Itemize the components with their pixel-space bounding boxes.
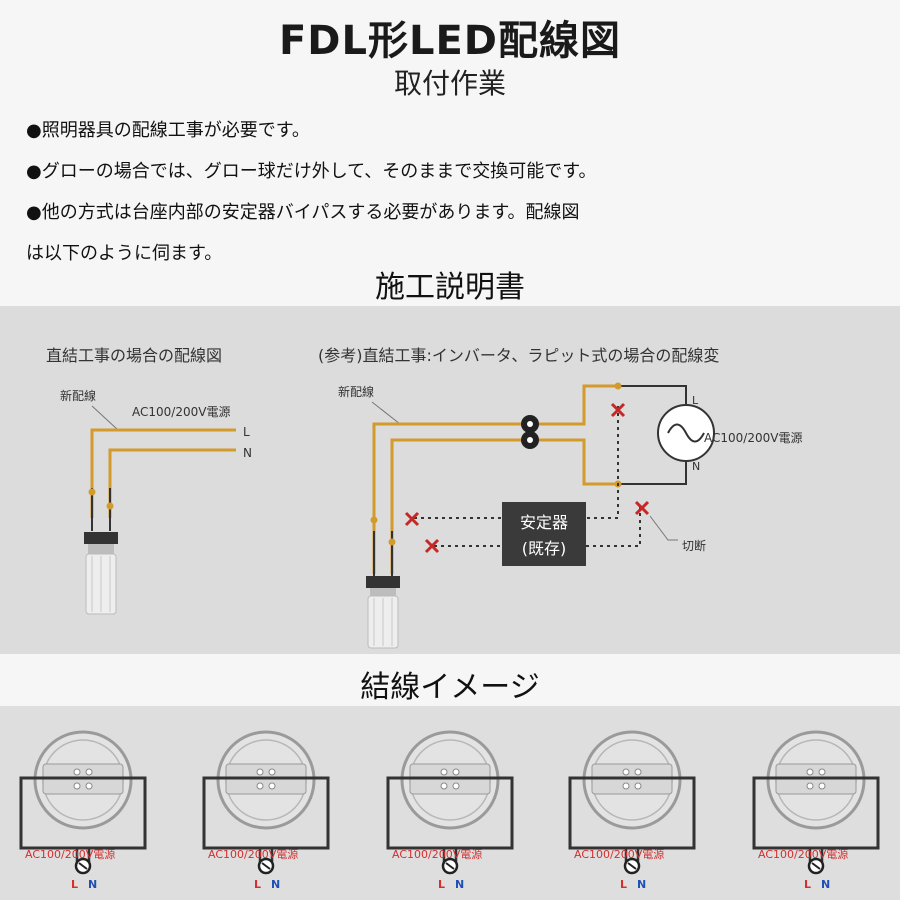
ref-wire-N	[390, 438, 618, 574]
ref-old-wire	[586, 406, 619, 519]
cut-cross-icon	[424, 538, 440, 554]
thumb-L-label: L	[620, 878, 627, 891]
cut-cross-icon	[404, 511, 420, 527]
note-item: ●他の方式は台座内部の安定器バイパスする必要があります。配線図	[26, 202, 580, 223]
direct-diagram-heading: 直結工事の場合の配線図	[46, 346, 222, 365]
ballast-box	[502, 502, 586, 566]
thumb-power-label: AC100/200V電源	[758, 847, 848, 861]
thumb-L-label: L	[438, 878, 445, 891]
direct-leader-line	[91, 405, 119, 431]
thumb-N-label: N	[821, 878, 830, 891]
thumb-power-label: AC100/200V電源	[392, 847, 482, 861]
wiring-image-strip: AC100/200V電源 L N AC100/200V電源 L N AC100/…	[0, 706, 900, 900]
thumb-N-label: N	[637, 878, 646, 891]
ref-power-loop	[618, 385, 687, 485]
wiring-diagrams-svg: 直結工事の場合の配線図 新配線 AC100/200V電源 L N (参考)直結工…	[46, 346, 802, 649]
ref-led-lamp-icon	[366, 576, 400, 649]
note-item: ●グローの場合では、グロー球だけ外して、そのままで交換可能です。	[26, 161, 597, 182]
direct-N-label: N	[243, 446, 252, 460]
thumb-N-label: N	[88, 878, 97, 891]
thumb-L-label: L	[71, 878, 78, 891]
direct-wire-L	[90, 428, 236, 518]
cut-cross-icon	[610, 402, 626, 418]
direct-wire-N	[108, 448, 236, 518]
cut-leader-line	[649, 515, 678, 541]
ref-junction	[370, 516, 378, 524]
ref-leader-line	[371, 401, 401, 425]
wiring-thumb: AC100/200V電源 L N	[386, 730, 514, 891]
thumb-N-label: N	[271, 878, 280, 891]
ref-old-wire	[586, 506, 641, 547]
direct-new-wiring-label: 新配線	[60, 388, 96, 403]
ref-junction	[388, 538, 396, 546]
cut-cross-icon	[634, 500, 650, 516]
ref-power-label: AC100/200V電源	[704, 431, 802, 445]
wiring-thumbnails-svg: AC100/200V電源 L N AC100/200V電源 L N AC100/…	[19, 730, 880, 891]
wiring-thumb: AC100/200V電源 L N	[202, 730, 330, 891]
note-item: は以下のように伺ます。	[26, 243, 223, 264]
thumb-L-label: L	[254, 878, 261, 891]
thumb-power-label: AC100/200V電源	[25, 847, 115, 861]
ballast-existing-label: (既存)	[522, 539, 567, 558]
wiring-thumb: AC100/200V電源 L N	[752, 730, 880, 891]
wiring-diagram-panel: 直結工事の場合の配線図 新配線 AC100/200V電源 L N (参考)直結工…	[0, 306, 900, 654]
ballast-label: 安定器	[520, 513, 568, 532]
ref-N-label: N	[692, 460, 700, 473]
page-title: FDL形LED配線図	[278, 18, 622, 64]
direct-power-label: AC100/200V電源	[132, 405, 230, 419]
ref-new-wiring-label: 新配線	[338, 384, 374, 399]
page-subtitle: 取付作業	[393, 67, 506, 100]
notes-list: ●照明器具の配線工事が必要です。 ●グローの場合では、グロー球だけ外して、そのま…	[26, 110, 876, 274]
section-manual-heading: 施工説明書	[375, 270, 525, 305]
ref-wire-ends	[373, 531, 393, 576]
wiring-thumb: AC100/200V電源 L N	[19, 730, 147, 891]
section-image-heading: 結線イメージ	[360, 670, 540, 705]
thumb-power-label: AC100/200V電源	[574, 847, 664, 861]
direct-led-lamp-icon	[84, 532, 118, 615]
ref-L-label: L	[692, 394, 699, 407]
ref-diagram-heading: (参考)直結工事:インバータ、ラピット式の場合の配線変	[318, 346, 719, 365]
note-item: ●照明器具の配線工事が必要です。	[26, 120, 310, 141]
cut-label: 切断	[682, 538, 706, 553]
wiring-thumb: AC100/200V電源 L N	[568, 730, 696, 891]
thumb-N-label: N	[455, 878, 464, 891]
direct-junction	[88, 488, 96, 496]
thumb-L-label: L	[804, 878, 811, 891]
direct-junction	[106, 502, 114, 510]
thumb-power-label: AC100/200V電源	[208, 847, 298, 861]
direct-wire-ends	[91, 488, 111, 531]
ref-wire-L	[372, 384, 618, 574]
direct-L-label: L	[243, 425, 250, 439]
